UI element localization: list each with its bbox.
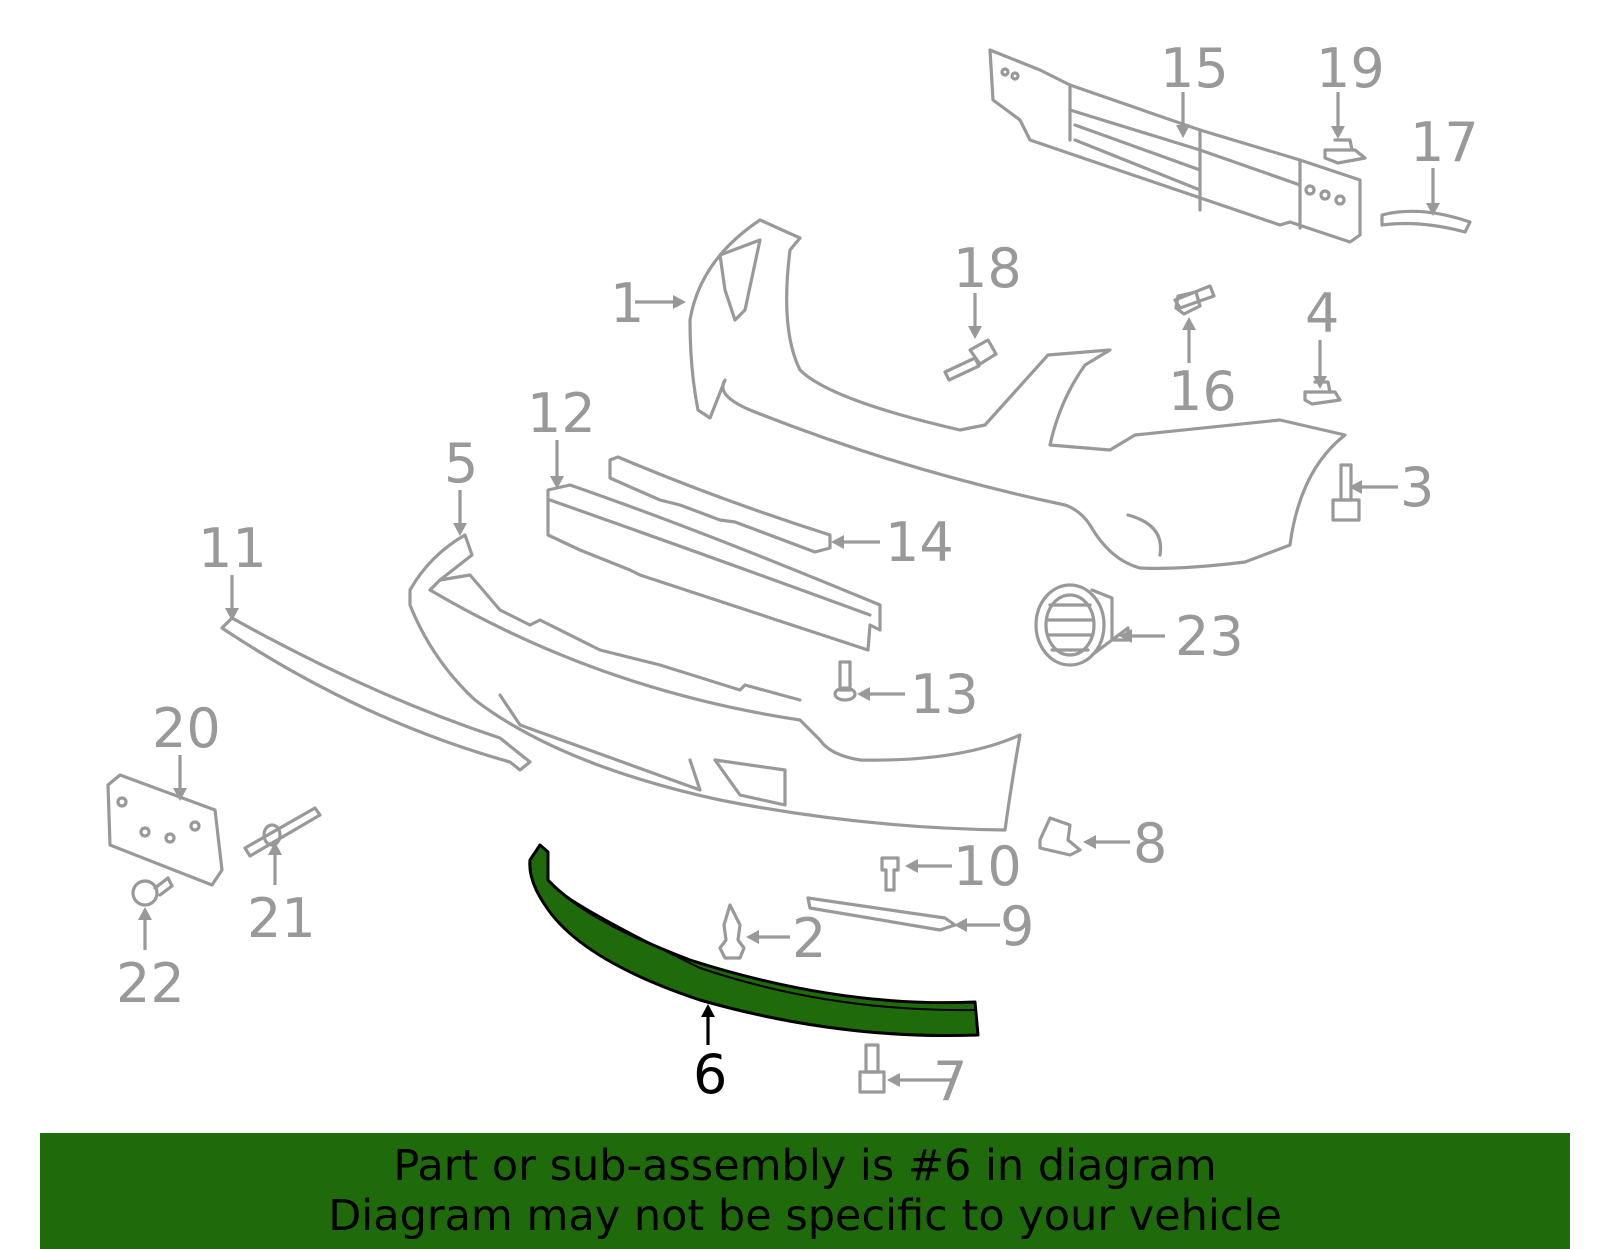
callout-3: 3 — [1400, 456, 1434, 519]
callout-23: 23 — [1175, 605, 1244, 668]
part-3-bolt[interactable] — [1331, 463, 1361, 522]
callout-labels: 15 19 17 1 18 16 4 3 12 5 14 11 23 13 20… — [116, 37, 1479, 1113]
callout-21: 21 — [247, 887, 316, 950]
part-22-rivet[interactable] — [131, 876, 174, 907]
callout-2: 2 — [792, 907, 826, 970]
part-20-license-bracket[interactable] — [106, 773, 224, 887]
part-21-pin[interactable] — [243, 806, 322, 858]
banner-line-1: Part or sub-assembly is #6 in diagram — [393, 1141, 1217, 1191]
part-6-lower-valance[interactable] — [528, 843, 980, 1038]
callout-1: 1 — [610, 272, 644, 335]
callout-15: 15 — [1160, 37, 1229, 100]
callout-arrows — [138, 92, 1440, 1087]
callout-12: 12 — [527, 382, 596, 445]
part-2-push-clip[interactable] — [718, 903, 746, 960]
part-10-pin[interactable] — [880, 856, 900, 892]
callout-7: 7 — [933, 1050, 967, 1113]
part-17-strip[interactable] — [1380, 209, 1472, 234]
part-23-fog-lamp[interactable] — [1034, 583, 1130, 667]
part-4-clip[interactable] — [1303, 380, 1342, 406]
part-19-clip[interactable] — [1323, 138, 1367, 165]
callout-4: 4 — [1305, 282, 1339, 345]
callout-19: 19 — [1316, 37, 1385, 100]
banner-line-2: Diagram may not be specific to your vehi… — [328, 1191, 1282, 1241]
callout-10: 10 — [953, 835, 1022, 898]
part-14-bracket[interactable] — [608, 455, 832, 554]
part-15-reinforcement-beam[interactable] — [988, 48, 1362, 244]
callout-8: 8 — [1133, 812, 1167, 875]
part-5-lower-cover[interactable] — [408, 533, 1022, 832]
callout-14: 14 — [885, 511, 954, 574]
callout-5: 5 — [444, 432, 478, 495]
part-11-trim-strip[interactable] — [220, 616, 532, 772]
part-12-absorber[interactable] — [546, 483, 882, 652]
callout-6: 6 — [693, 1043, 727, 1106]
callout-9: 9 — [1000, 895, 1034, 958]
part-8-clip[interactable] — [1038, 816, 1082, 857]
callout-13: 13 — [910, 663, 979, 726]
info-banner: Part or sub-assembly is #6 in diagram Di… — [40, 1133, 1570, 1249]
callout-17: 17 — [1410, 111, 1479, 174]
part-7-bolt[interactable] — [858, 1043, 886, 1094]
part-9-strip[interactable] — [806, 896, 957, 932]
part-1-bumper-cover[interactable] — [688, 218, 1347, 570]
callout-20: 20 — [152, 697, 221, 760]
part-16-bolt[interactable] — [1173, 284, 1216, 316]
callout-18: 18 — [953, 237, 1022, 300]
callout-22: 22 — [116, 952, 185, 1015]
callout-16: 16 — [1168, 360, 1237, 423]
callout-11: 11 — [198, 517, 267, 580]
part-13-pin[interactable] — [833, 660, 857, 702]
part-18-bolt[interactable] — [943, 338, 998, 382]
